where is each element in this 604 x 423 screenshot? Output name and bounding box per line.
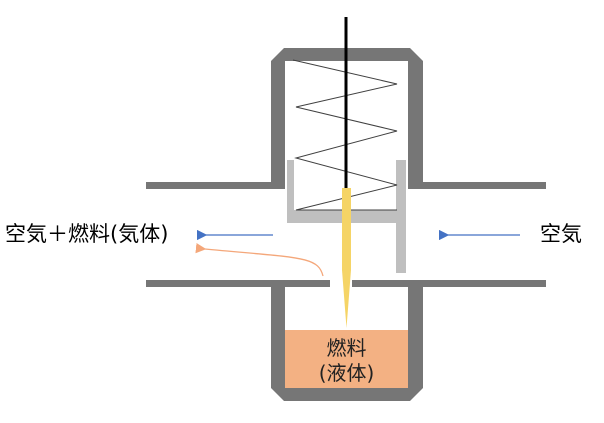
fuel-vapor-arrow [195,242,324,277]
jet-needle [342,188,351,328]
fuel-label-line2: (液体) [318,361,375,385]
pipe-lower-left [146,280,330,287]
outlet-label: 空気＋燃料(気体) [5,222,169,246]
piston-right-wall [396,160,406,273]
liquid-fuel [285,330,408,388]
inlet-label: 空気 [540,222,582,246]
float-bowl-wall [271,287,423,401]
pipe-upper-left [146,182,285,189]
pipe-upper-right [408,182,546,189]
piston-left-wall [287,160,294,223]
fuel-label: 燃料 (液体) [285,336,408,386]
pipe-lower-right [352,280,546,287]
fuel-label-line1: 燃料 [326,336,367,360]
